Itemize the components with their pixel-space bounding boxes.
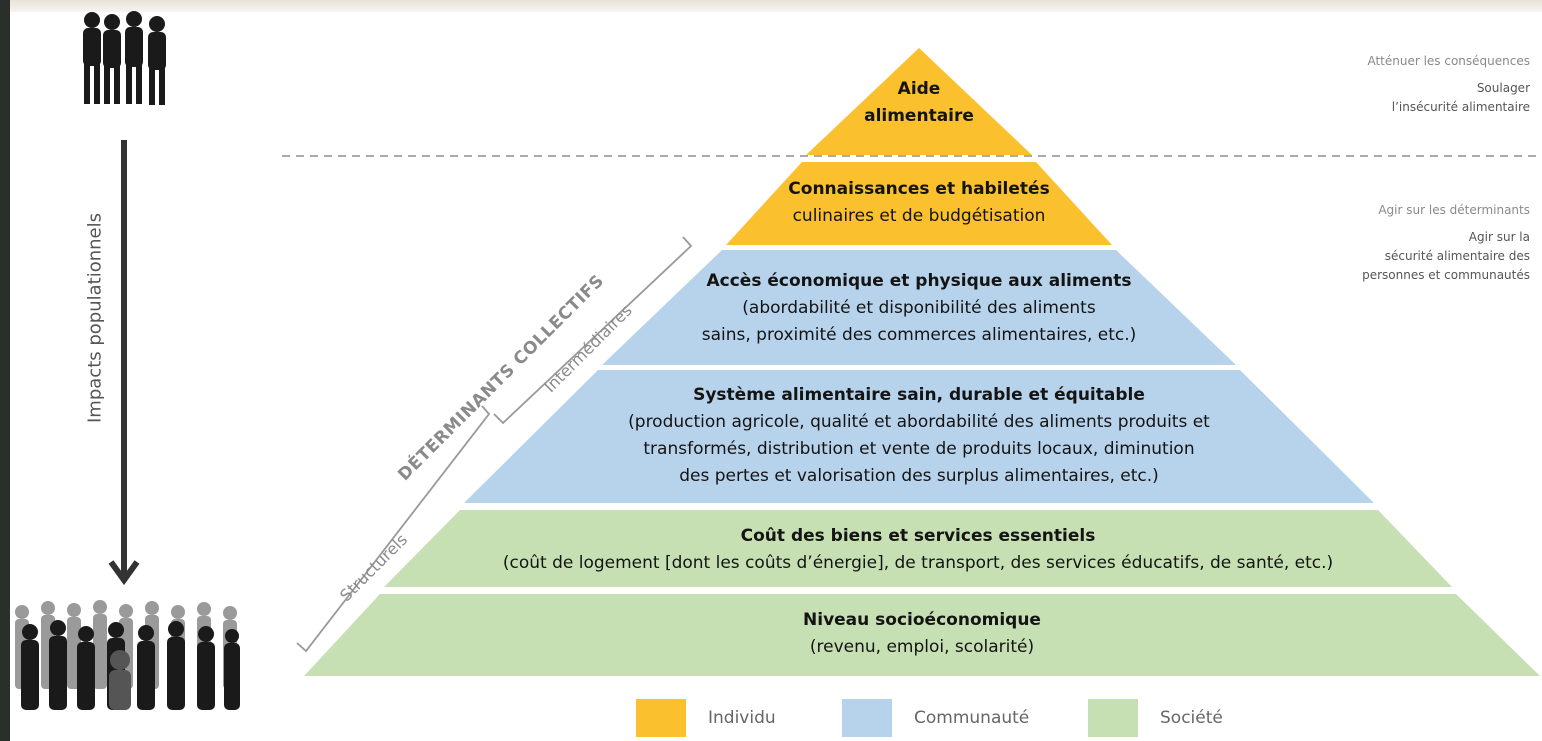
legend-swatch-individu: [636, 699, 686, 737]
impact-arrow-head: [108, 560, 140, 586]
tier-body: alimentaire: [864, 106, 974, 126]
note-attenuer: Atténuer les conséquences Soulager l’ins…: [1367, 52, 1530, 117]
tier-title: Niveau socioéconomique: [803, 610, 1041, 630]
tier-title: Accès économique et physique aux aliment…: [706, 271, 1132, 291]
note-agir: Agir sur les déterminants Agir sur la sé…: [1362, 201, 1530, 285]
tier-title: Système alimentaire sain, durable et équ…: [693, 385, 1145, 405]
tier-shape-2: [726, 162, 1112, 245]
legend-societe: Société: [1088, 697, 1223, 739]
note-line: personnes et communautés: [1362, 268, 1530, 282]
tier-body-line: (abordabilité et disponibilité des alime…: [742, 298, 1096, 318]
tier-body-line: (production agricole, qualité et abordab…: [628, 412, 1210, 432]
note-line: Agir sur la: [1468, 230, 1530, 244]
tier-body: (coût de logement [dont les coûts d’éner…: [502, 553, 1334, 573]
bracket-structurels: [296, 405, 491, 653]
top-frame-bar: [10, 0, 1542, 12]
tier-niveau-socioeconomique: Niveau socioéconomique (revenu, emploi, …: [304, 607, 1540, 661]
tier-shape-5: [384, 510, 1452, 587]
legend-swatch-societe: [1088, 699, 1138, 737]
tier-body-line: des pertes et valorisation des surplus a…: [679, 466, 1159, 486]
left-frame-bar: [0, 0, 10, 741]
tier-title: Connaissances et habiletés: [788, 179, 1050, 199]
tier-title: Coût des biens et services essentiels: [740, 526, 1096, 546]
tier-title: Aide: [897, 79, 941, 99]
note-line: sécurité alimentaire des: [1384, 249, 1530, 263]
note-line: Soulager: [1476, 81, 1530, 95]
legend-communaute: Communauté: [842, 697, 1029, 739]
legend-swatch-communaute: [842, 699, 892, 737]
tier-body-line: sains, proximité des commerces alimentai…: [701, 325, 1137, 345]
legend-label: Individu: [708, 708, 776, 728]
tier-body: (revenu, emploi, scolarité): [809, 637, 1035, 657]
legend-label: Société: [1160, 708, 1223, 728]
tier-aide-alimentaire: Aide alimentaire: [806, 76, 1032, 130]
tier-body: culinaires et de budgétisation: [792, 206, 1046, 226]
tier-acces-economique: Accès économique et physique aux aliment…: [602, 268, 1236, 349]
note-line: l’insécurité alimentaire: [1391, 100, 1530, 114]
impacts-populationnels-label: Impacts populationnels: [84, 213, 106, 423]
tier-cout-biens: Coût des biens et services essentiels (c…: [384, 523, 1452, 577]
tier-shape-3: [602, 250, 1236, 365]
legend-label: Communauté: [914, 708, 1030, 728]
legend-individu: Individu: [636, 697, 776, 739]
crowd-icon: [15, 600, 240, 710]
bracket-intermediaires: [493, 236, 693, 425]
note-caption: Agir sur les déterminants: [1378, 203, 1530, 217]
note-caption: Atténuer les conséquences: [1367, 54, 1530, 68]
tier-shape-6: [304, 594, 1540, 676]
tier-body-line: transformés, distribution et vente de pr…: [643, 439, 1195, 459]
tier-systeme-alimentaire: Système alimentaire sain, durable et équ…: [464, 382, 1374, 490]
tier-shape-1: [806, 48, 1032, 155]
tier-shape-4: [464, 370, 1374, 503]
tier-connaissances: Connaissances et habiletés culinaires et…: [726, 176, 1112, 230]
small-group-icon: [83, 11, 166, 105]
